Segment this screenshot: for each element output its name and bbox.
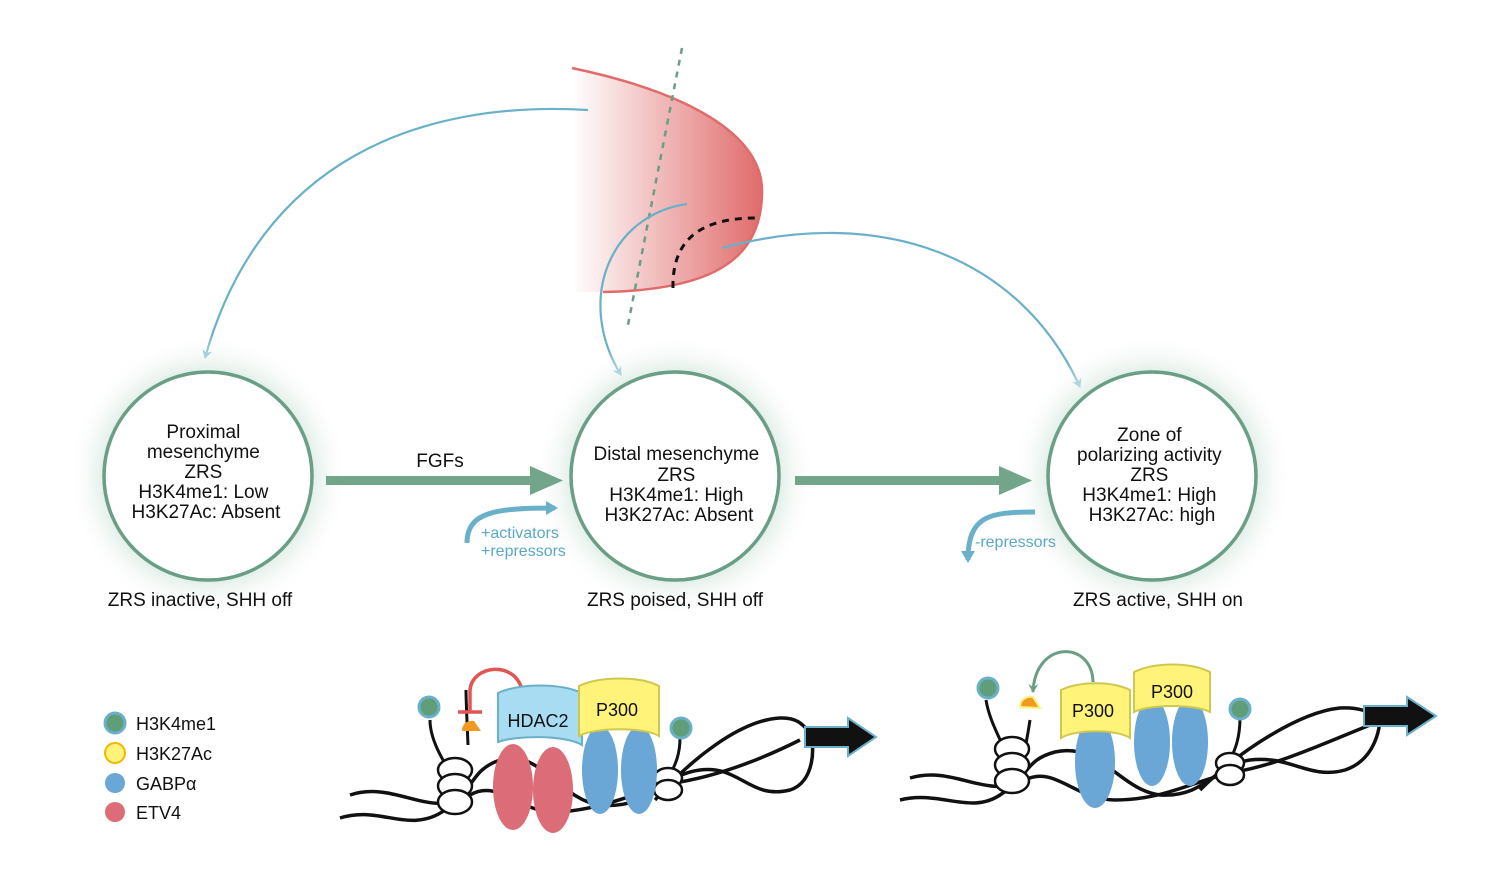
limb-bud: [571, 47, 764, 331]
zpa-caption: ZRS active, SHH on: [1073, 590, 1243, 611]
etv4-protein: [493, 744, 533, 830]
nucleosome: [436, 756, 474, 816]
h3k27ac-mark: [1018, 695, 1042, 710]
p300-acetylation-arrow: [1028, 650, 1095, 693]
repressors-minus-label: -repressors: [975, 534, 1056, 551]
h3k4me1-mark: [417, 695, 441, 719]
h3k4me1-mark: [1228, 697, 1252, 721]
poised-chromatin-schematic: HDAC2 P300: [339, 667, 878, 833]
svg-text:H3K4me1: H3K4me1: [136, 714, 216, 734]
gabp-protein: [1134, 698, 1170, 786]
transcription-arrow-icon: [1363, 695, 1438, 737]
green-dot-icon: [103, 711, 127, 735]
p300-protein: [1133, 663, 1211, 714]
fgf-label: FGFs: [416, 451, 464, 472]
bud-to-proximal-arrow: [202, 107, 589, 359]
red-dot-icon: [105, 802, 125, 822]
activation-arrow: [795, 466, 1032, 495]
gabp-protein: [1075, 716, 1115, 808]
blue-dot-icon: [105, 773, 125, 793]
nucleosome: [1214, 751, 1246, 787]
transcription-arrow-icon: [804, 716, 878, 758]
bud-to-distal-arrow: [599, 202, 688, 376]
nucleosome: [993, 735, 1031, 795]
zpa-state-circle: [1046, 370, 1258, 582]
proximal-state-circle: [102, 370, 314, 582]
hdac2-inhibition-arrow: [468, 667, 524, 712]
nucleosome: [652, 766, 684, 802]
zpa-state-text: Zone of polarizing activity ZRS H3K4me1:…: [1077, 425, 1227, 526]
h3k4me1-mark: [976, 676, 1000, 700]
bud-to-zpa-arrow: [721, 231, 1082, 388]
h3k4me1-mark: [669, 716, 693, 740]
acetyl-site-mark: [462, 720, 481, 731]
svg-text:GABPα: GABPα: [136, 774, 196, 794]
svg-text:P300: P300: [1151, 682, 1193, 702]
fgf-arrow: [326, 466, 563, 495]
repressors-plus-label: +repressors: [481, 543, 566, 560]
svg-text:H3K27Ac: H3K27Ac: [136, 744, 212, 764]
legend: H3K4me1 H3K27Ac GABPα ETV4: [103, 711, 216, 823]
activators-label: +activators: [481, 525, 559, 542]
svg-text:HDAC2: HDAC2: [507, 711, 568, 731]
gabp-protein: [1172, 698, 1208, 786]
activators-arrow: [464, 501, 558, 544]
etv4-protein: [533, 747, 573, 833]
distal-caption: ZRS poised, SHH off: [587, 590, 764, 611]
gabp-protein: [582, 726, 618, 814]
distal-state-text: Distal mesenchyme ZRS H3K4me1: High H3K2…: [593, 444, 764, 526]
yellow-dot-icon: [104, 742, 126, 764]
proximal-state-text: Proximal mesenchyme ZRS H3K4me1: Low H3K…: [132, 422, 282, 523]
svg-text:P300: P300: [1072, 701, 1114, 721]
p300-protein: [578, 677, 660, 738]
p300-protein: [1060, 682, 1131, 740]
zpa-boundary-dashed: [671, 216, 757, 289]
gabp-protein: [621, 726, 657, 814]
repressors-minus-arrow: [961, 509, 1036, 563]
proximal-caption: ZRS inactive, SHH off: [108, 590, 293, 611]
distal-state-circle: [569, 370, 781, 582]
active-chromatin-schematic: P300 P300: [899, 650, 1438, 808]
svg-text:P300: P300: [596, 700, 638, 720]
svg-text:ETV4: ETV4: [136, 803, 181, 823]
